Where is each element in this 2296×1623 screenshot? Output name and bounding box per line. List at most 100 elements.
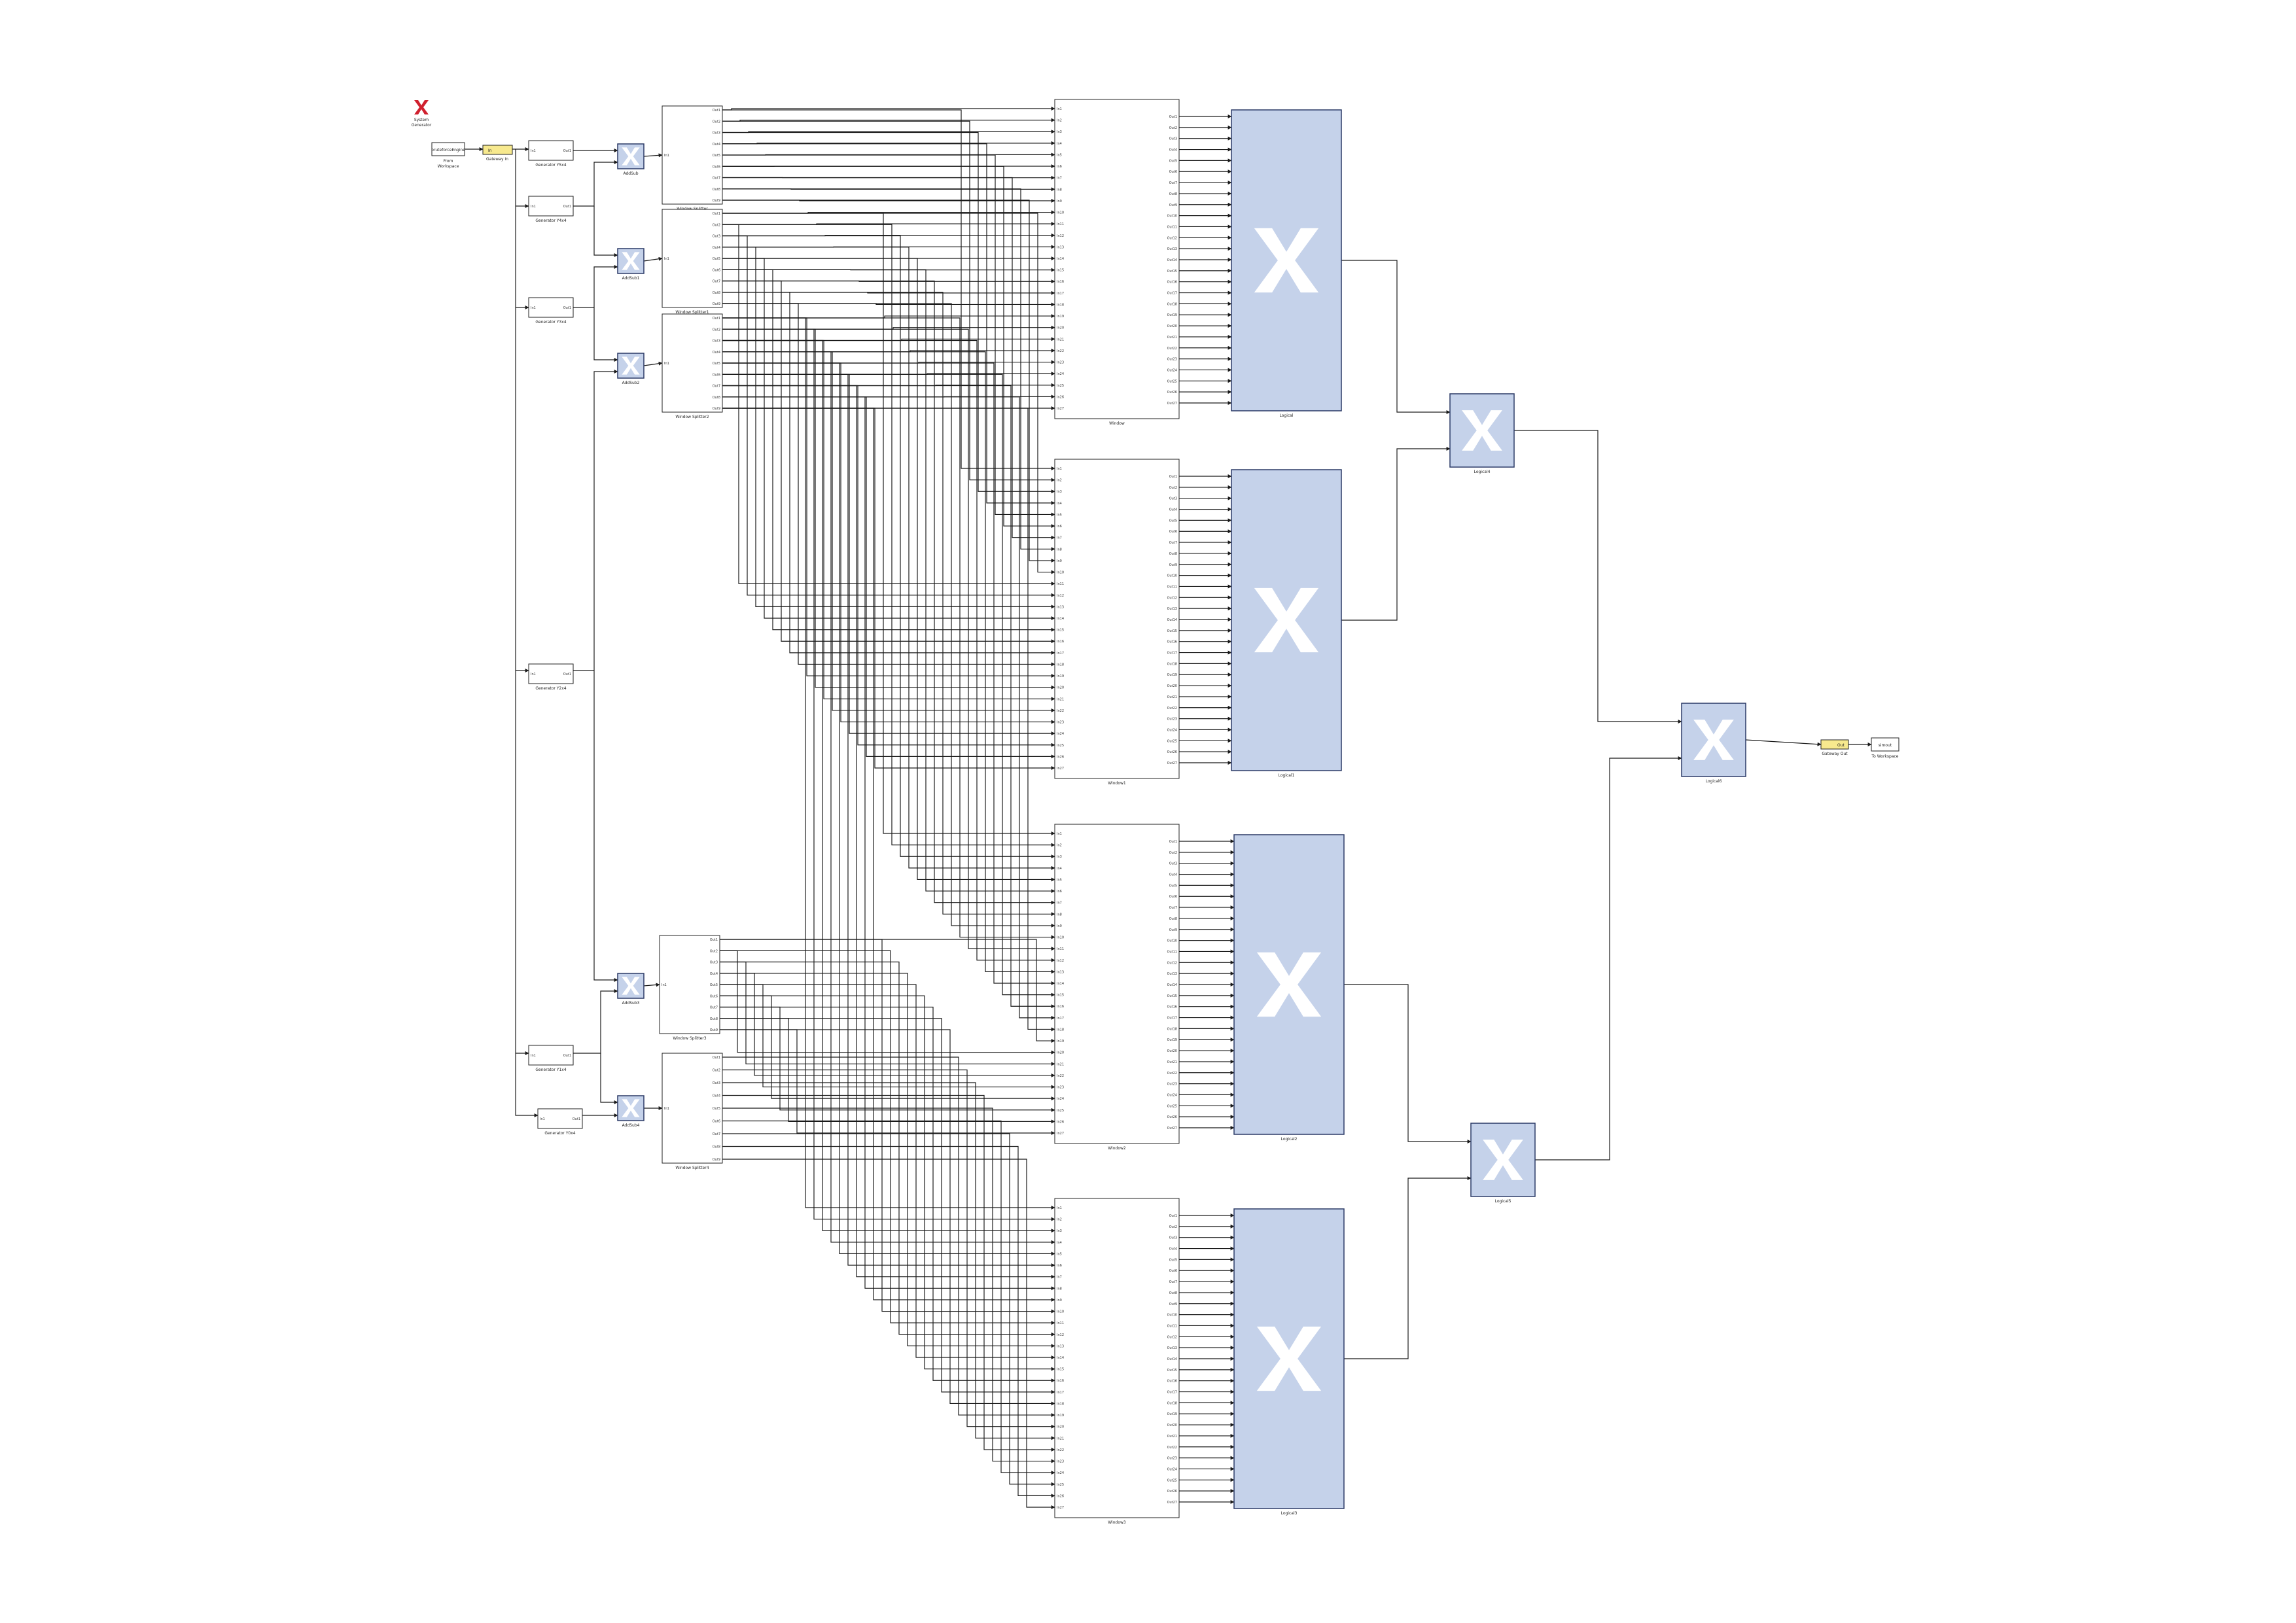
window-in-port: In12 (1057, 234, 1064, 238)
window-block[interactable]: In1In2In3In4In5In6In7In8In9In10In11In12I… (1054, 99, 1180, 426)
window-out-port: Out16 (1167, 1005, 1177, 1009)
generator-label: Generator Y2x4 (535, 686, 566, 691)
window-out-port: Out19 (1167, 673, 1177, 677)
addsub-block[interactable]: AddSub1 (617, 248, 645, 281)
window-out-port: Out4 (1169, 148, 1177, 152)
splitter-out-port: Out3 (713, 131, 720, 135)
window-out-port: Out11 (1167, 950, 1177, 954)
splitter-to-window-wire (722, 1133, 1055, 1486)
splitter-out-port: Out3 (713, 340, 720, 343)
window-out-port: Out3 (1169, 1236, 1177, 1240)
window-out-port: Out9 (1169, 928, 1177, 932)
window-in-port: In25 (1057, 744, 1064, 748)
splitter-to-window-wire (720, 1006, 1055, 1383)
wire (600, 1053, 618, 1104)
splitter-out-port: Out4 (710, 972, 718, 976)
addsub-block[interactable]: AddSub3 (617, 973, 645, 1005)
logical-block[interactable]: Logical3 (1233, 1208, 1345, 1516)
wire (1535, 756, 1682, 1161)
splitter-to-window-wire (722, 340, 1055, 1233)
window-out-port: Out19 (1167, 1412, 1177, 1416)
window-out-port: Out21 (1167, 1060, 1177, 1064)
splitter-in-port: In1 (662, 983, 667, 987)
window-out-port: Out16 (1167, 281, 1177, 285)
window-out-port: Out7 (1169, 181, 1177, 185)
window-out-port: Out5 (1169, 884, 1177, 888)
gateway-out-text: Out (1837, 743, 1845, 748)
gateway-in-text: In (488, 148, 492, 153)
window-block[interactable]: In1In2In3In4In5In6In7In8In9In10In11In12I… (1054, 824, 1180, 1151)
from-workspace-block[interactable]: bruteforceEngine From Workspace (431, 142, 465, 169)
window-in-port: In14 (1057, 982, 1064, 986)
window-splitter-block[interactable]: In1Out1Out2Out3Out4Out5Out6Out7Out8Out9W… (662, 1053, 723, 1170)
addsub-block[interactable]: AddSub (617, 143, 645, 176)
splitter-to-window-wire (720, 984, 1055, 1359)
splitter-to-window-wire (722, 328, 1055, 1221)
window-out-port: Out21 (1167, 1435, 1177, 1439)
window-in-port: In15 (1057, 994, 1064, 998)
wire (573, 370, 618, 671)
to-workspace-block[interactable]: simout To Workspace (1871, 737, 1899, 759)
generator-label: Generator Y3x4 (535, 320, 566, 324)
window-out-port: Out23 (1167, 718, 1177, 722)
splitter-to-window-wire (722, 385, 1055, 1279)
splitter-in-port: In1 (664, 154, 669, 158)
window-in-port: In14 (1057, 1356, 1064, 1360)
splitter-to-window-wire (720, 961, 1055, 1336)
logical-small-block[interactable]: Logical6 (1681, 703, 1746, 784)
splitter-out-port: Out4 (713, 1094, 720, 1098)
system-generator-token[interactable]: System Generator (412, 100, 432, 128)
splitter-to-window-wire (722, 351, 1055, 712)
splitter-out-port: Out5 (713, 1107, 720, 1111)
logical-small-block[interactable]: Logical4 (1449, 393, 1515, 474)
splitter-to-window-wire (722, 351, 1055, 1244)
splitter-to-window-wire (722, 213, 1055, 835)
splitter-to-window-wire (722, 292, 1055, 655)
logical-block[interactable]: Logical (1231, 109, 1342, 418)
window-in-port: In19 (1057, 1039, 1064, 1043)
window-in-port: In10 (1057, 211, 1064, 215)
window-out-port: Out26 (1167, 750, 1177, 754)
addsub-block[interactable]: AddSub2 (617, 353, 645, 385)
gateway-out-block[interactable]: Out Gateway Out (1820, 739, 1849, 756)
wire (593, 206, 618, 257)
generator-out-port: Out1 (573, 1117, 580, 1121)
logical-block[interactable]: Logical1 (1231, 469, 1342, 778)
logical-block[interactable]: Logical2 (1233, 834, 1345, 1142)
splitter-label: Window Splitter1 (675, 310, 709, 315)
window-in-port: In23 (1057, 1460, 1064, 1464)
window-block[interactable]: In1In2In3In4In5In6In7In8In9In10In11In12I… (1054, 459, 1180, 786)
window-splitter-block[interactable]: In1Out1Out2Out3Out4Out5Out6Out7Out8Out9W… (659, 935, 720, 1041)
addsub-block[interactable]: AddSub4 (617, 1095, 645, 1128)
splitter-to-window-wire (722, 374, 1055, 997)
from-workspace-text: bruteforceEngine (431, 148, 465, 152)
logical-small-block[interactable]: Logical5 (1470, 1123, 1536, 1204)
splitter-out-port: Out8 (713, 291, 720, 295)
window-out-port: Out8 (1169, 1291, 1177, 1295)
logical-block-label: Logical1 (1279, 773, 1295, 778)
splitter-out-port: Out6 (710, 994, 718, 998)
window-in-port: In2 (1057, 1218, 1062, 1222)
window-splitter-block[interactable]: In1Out1Out2Out3Out4Out5Out6Out7Out8Out9W… (662, 105, 723, 211)
window-splitter-block[interactable]: In1Out1Out2Out3Out4Out5Out6Out7Out8Out9W… (662, 313, 723, 419)
splitter-out-port: Out7 (713, 385, 720, 389)
window-out-port: Out6 (1169, 1269, 1177, 1273)
wire (573, 160, 618, 207)
window-block[interactable]: In1In2In3In4In5In6In7In8In9In10In11In12I… (1054, 1198, 1180, 1525)
window-label: Window1 (1108, 781, 1126, 786)
window-in-port: In1 (1057, 107, 1062, 111)
window-in-port: In22 (1057, 709, 1064, 713)
window-splitter-block[interactable]: In1Out1Out2Out3Out4Out5Out6Out7Out8Out9W… (662, 209, 723, 315)
splitter-to-window-wire (722, 328, 1055, 951)
window-in-port: In8 (1057, 548, 1062, 551)
window-in-port: In24 (1057, 1471, 1064, 1475)
window-out-port: Out12 (1167, 1335, 1177, 1339)
gateway-in-block[interactable]: In Gateway In (482, 145, 513, 162)
window-out-port: Out1 (1169, 1214, 1177, 1218)
